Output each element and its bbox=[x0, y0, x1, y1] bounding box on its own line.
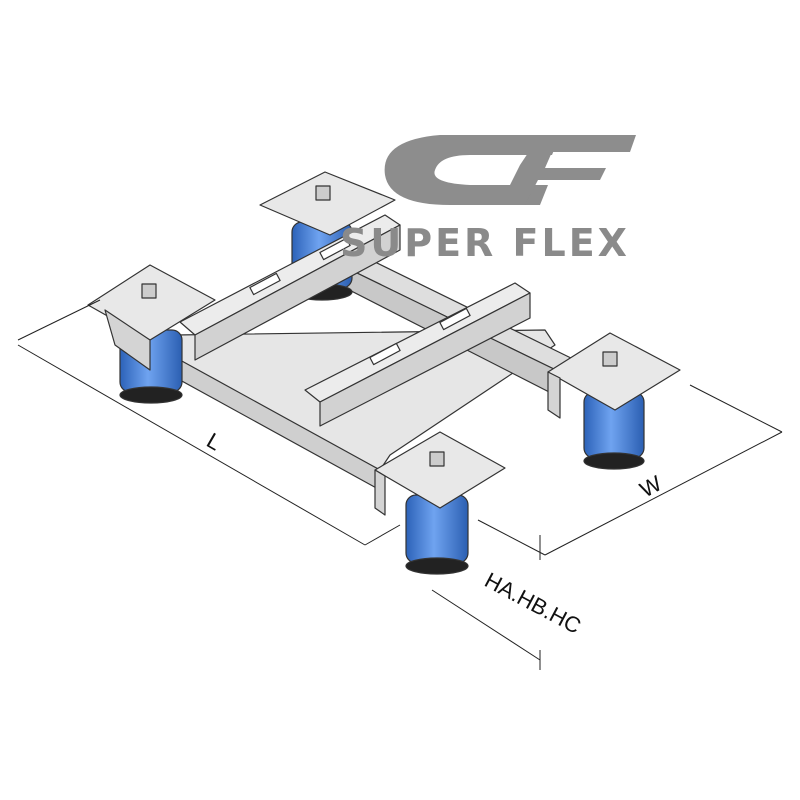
mount-front bbox=[374, 431, 506, 575]
height-label: HA.HB.HC bbox=[481, 567, 586, 638]
length-label: L bbox=[203, 428, 226, 456]
width-dimension-line bbox=[544, 431, 783, 556]
width-label: W bbox=[636, 470, 666, 502]
height-dimension-line bbox=[431, 589, 541, 661]
logo: SUPER FLEX bbox=[340, 135, 636, 265]
logo-name: SUPER FLEX bbox=[340, 221, 630, 265]
length-dimension-line bbox=[17, 344, 366, 546]
mount-right bbox=[547, 332, 681, 470]
mount-left bbox=[87, 264, 216, 404]
